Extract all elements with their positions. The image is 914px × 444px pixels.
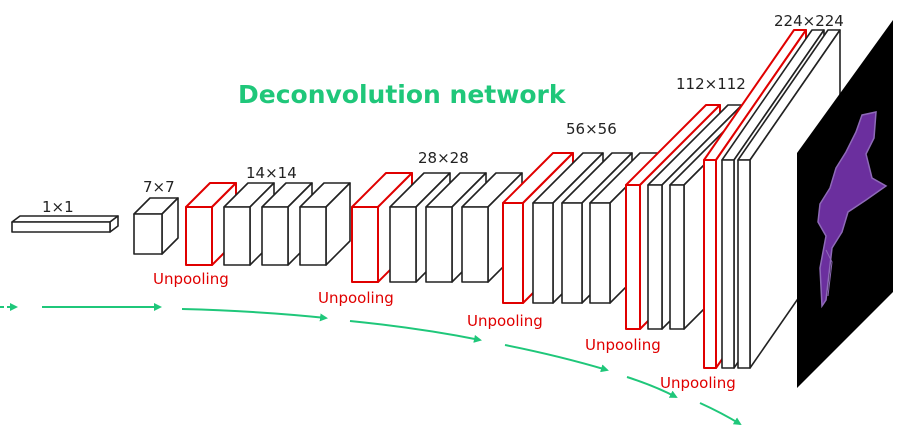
feature-map-224x224 [737, 29, 841, 369]
unpooling-label: Unpooling [467, 312, 543, 330]
size-label-224x224: 224×224 [774, 12, 844, 30]
size-label-7x7: 7×7 [143, 178, 175, 196]
size-label-28x28: 28×28 [418, 149, 469, 167]
flow-arrow [181, 308, 328, 322]
unpooling-label: Unpooling [153, 270, 229, 288]
size-label-112x112: 112×112 [676, 75, 746, 93]
segmentation-shape-icon [817, 111, 888, 309]
unpooling-label: Unpooling [318, 289, 394, 307]
feature-map-14x14 [299, 182, 351, 266]
feature-map-1x1 [11, 215, 119, 233]
size-label-56x56: 56×56 [566, 120, 617, 138]
layer-blocks [11, 29, 841, 369]
unpooling-label: Unpooling [585, 336, 661, 354]
output-image [797, 20, 893, 388]
unpooling-label: Unpooling [660, 374, 736, 392]
flow-arrow [626, 376, 678, 398]
flow-arrow [349, 320, 482, 343]
feature-map-7x7 [133, 197, 179, 255]
diagram-title: Deconvolution network [238, 80, 567, 109]
flow-arrow [699, 402, 742, 426]
size-label-14x14: 14×14 [246, 164, 297, 182]
flow-arrow [504, 344, 609, 373]
flow-arrows [0, 303, 742, 426]
size-label-1x1: 1×1 [42, 198, 74, 216]
